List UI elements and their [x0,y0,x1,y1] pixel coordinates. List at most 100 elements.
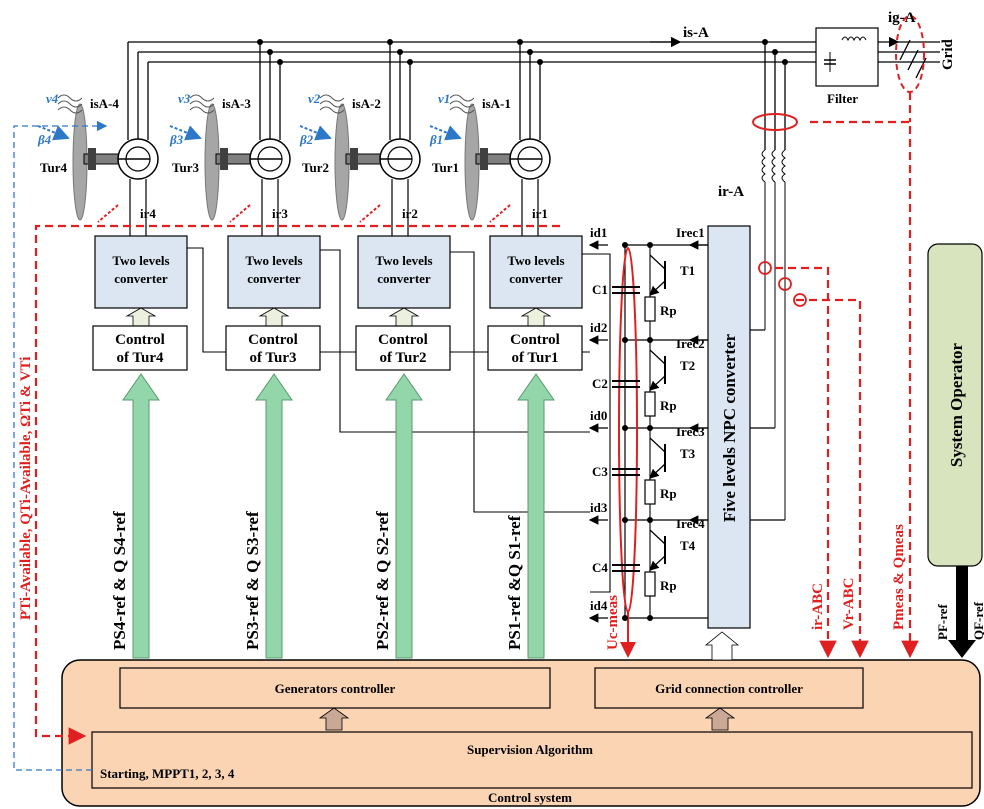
measurement-rings [758,261,807,307]
ir-abc-label: ir-ABC [810,583,826,630]
pitch-angle-label: β1 [429,132,443,147]
reference-arrow [385,373,423,659]
stator-current-label: isA-2 [352,96,381,111]
reference-label: PS3-ref & Q S3-ref [243,511,262,650]
resistor-label: Rp [660,486,677,501]
d-current-label: id3 [590,500,608,515]
d-current-label: id2 [590,320,607,335]
two-levels-converter [94,235,188,309]
wind-icon [57,94,83,114]
transistor-label: T4 [680,538,696,553]
wind-speed-label: v2 [308,91,321,106]
capacitor-label: C3 [592,464,608,479]
left-measurement-label: PTi-Available, QTi-Available, ΩTi & VTi [18,357,34,620]
pitch-angle-label: β4 [37,132,52,147]
reference-label: PS1-ref &Q S1-ref [505,515,524,650]
ig-a-label: ig-A [888,10,916,26]
stator-bus [127,36,818,150]
turbine-name-label: Tur3 [172,160,199,175]
filter: Filter [815,27,879,106]
filter-inductor [841,36,867,42]
reference-label: PS2-ref & Q S2-ref [373,511,392,650]
rec-current-label: Irec3 [676,424,705,439]
hub-icon [88,148,96,170]
generators-controller-box [119,667,551,709]
turbine-name-label: Tur4 [40,160,67,175]
control-system-block: Generators controller Grid connection co… [61,631,981,807]
supervision-to-grid-arrow [704,707,736,731]
grid-connection [878,36,940,79]
measurement-signals [13,92,919,771]
turbine-control-box [92,325,188,371]
resistor-label: Rp [660,303,677,318]
capacitor-label: C4 [592,560,608,575]
resistor-label: Rp [660,578,677,593]
hub-icon [220,148,228,170]
uc-meas-label: Uc-meas [605,595,621,650]
grid-controller-to-npc-arrow [704,631,740,661]
transistor-label: T1 [680,263,695,278]
filter-label: Filter [827,91,858,106]
resistor-icon [644,391,656,417]
rotor-current-label: ir3 [272,206,288,221]
system-operator-label: System Operator [947,342,966,467]
transistor-label: T2 [680,358,695,373]
stator-current-label: isA-1 [482,96,511,111]
wind-icon [189,94,215,114]
pitch-angle-label: β2 [299,132,314,147]
uc-meas-ring [618,247,638,613]
npc-converter-label: Five levels NPC converter [720,333,739,522]
ir-a-label: ir-A [718,184,744,200]
resistor-icon [644,296,656,322]
rec-current-label: Irec4 [676,516,705,531]
supervision-algorithm-box [91,731,973,789]
reference-arrow [255,373,293,659]
rec-current-label: Irec2 [676,336,705,351]
filter-box [815,27,879,87]
two-levels-converter [227,235,321,309]
d-current-label: id1 [590,225,607,240]
rotor-current-label: ir2 [402,206,418,221]
reference-arrow [122,373,160,659]
capacitor-label: C1 [592,282,608,297]
rotor-current-label: ir4 [140,206,156,221]
capacitor-label: C2 [592,376,608,391]
operator-q-ref: QF-ref [971,601,984,640]
turbine-control-box [355,325,451,371]
wind-icon [319,94,345,114]
bus-nodes [257,39,788,65]
rotor-inductors [761,149,786,520]
turbine-name-label: Tur2 [302,160,329,175]
grid-measure-ring [895,15,925,93]
wind-speed-label: v3 [178,91,191,106]
turbine-control-box [225,325,321,371]
resistor-icon [644,571,656,597]
p-q-meas-label: Pmeas & Qmeas [891,524,907,630]
supervision-to-generators-arrow [318,707,350,731]
npc-converter-box [707,225,751,629]
d-current-label: id4 [590,598,608,613]
control-system-title: Control system [488,790,572,805]
wind-speed-label: v1 [438,91,450,106]
npc-legs-group: id1id2id0id3id4C1T1RpIrec1C2T2RpIrec2C3T… [588,225,708,623]
grid-connection-controller-label: Grid connection controller [655,681,803,696]
turbine-name-label: Tur1 [432,160,459,175]
vr-abc-label: Vr-ABC [841,578,857,631]
rotor-current-sensor [752,113,798,131]
supervision-modes-label: Starting, MPPT1, 2, 3, 4 [100,766,235,781]
system-operator-box [927,243,983,567]
rec-current-label: Irec1 [676,225,705,240]
stator-current-label: isA-3 [222,96,251,111]
operator-p-ref: PF-ref [935,603,950,640]
